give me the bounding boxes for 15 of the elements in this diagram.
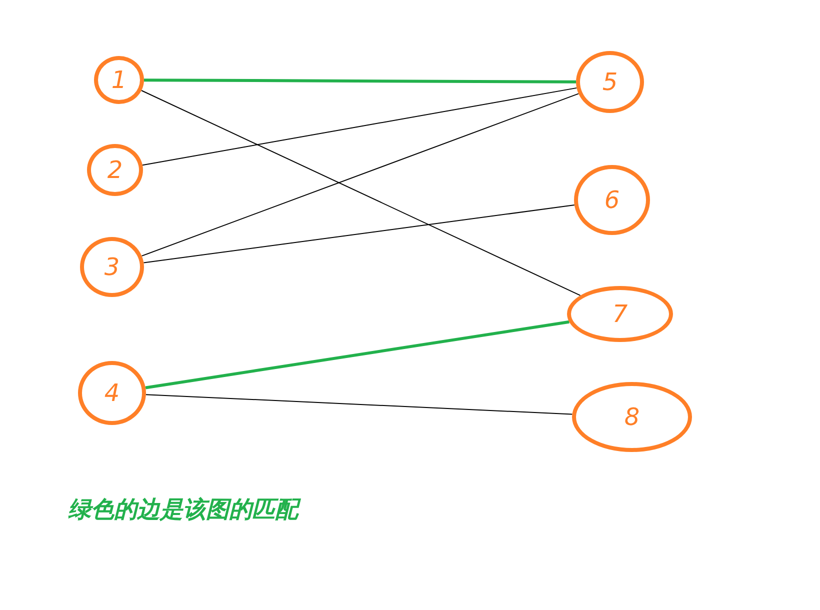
- edge-line: [140, 90, 581, 296]
- vertex-circle: 6: [574, 165, 650, 235]
- vertex-circle: 5: [576, 51, 644, 113]
- vertex-circle: 7: [567, 286, 673, 342]
- vertex-circle: 8: [572, 382, 692, 452]
- vertex-circle: 2: [87, 144, 143, 196]
- edge-line: [142, 87, 578, 166]
- vertex-circle: 3: [80, 237, 144, 297]
- edge-line: [141, 93, 580, 256]
- matching-edge: [144, 78, 576, 84]
- edge-line: [143, 204, 575, 264]
- vertex-circle: 1: [94, 56, 144, 104]
- edge-line: [145, 394, 573, 415]
- vertex-circle: 4: [78, 361, 146, 425]
- matching-edge: [145, 320, 570, 390]
